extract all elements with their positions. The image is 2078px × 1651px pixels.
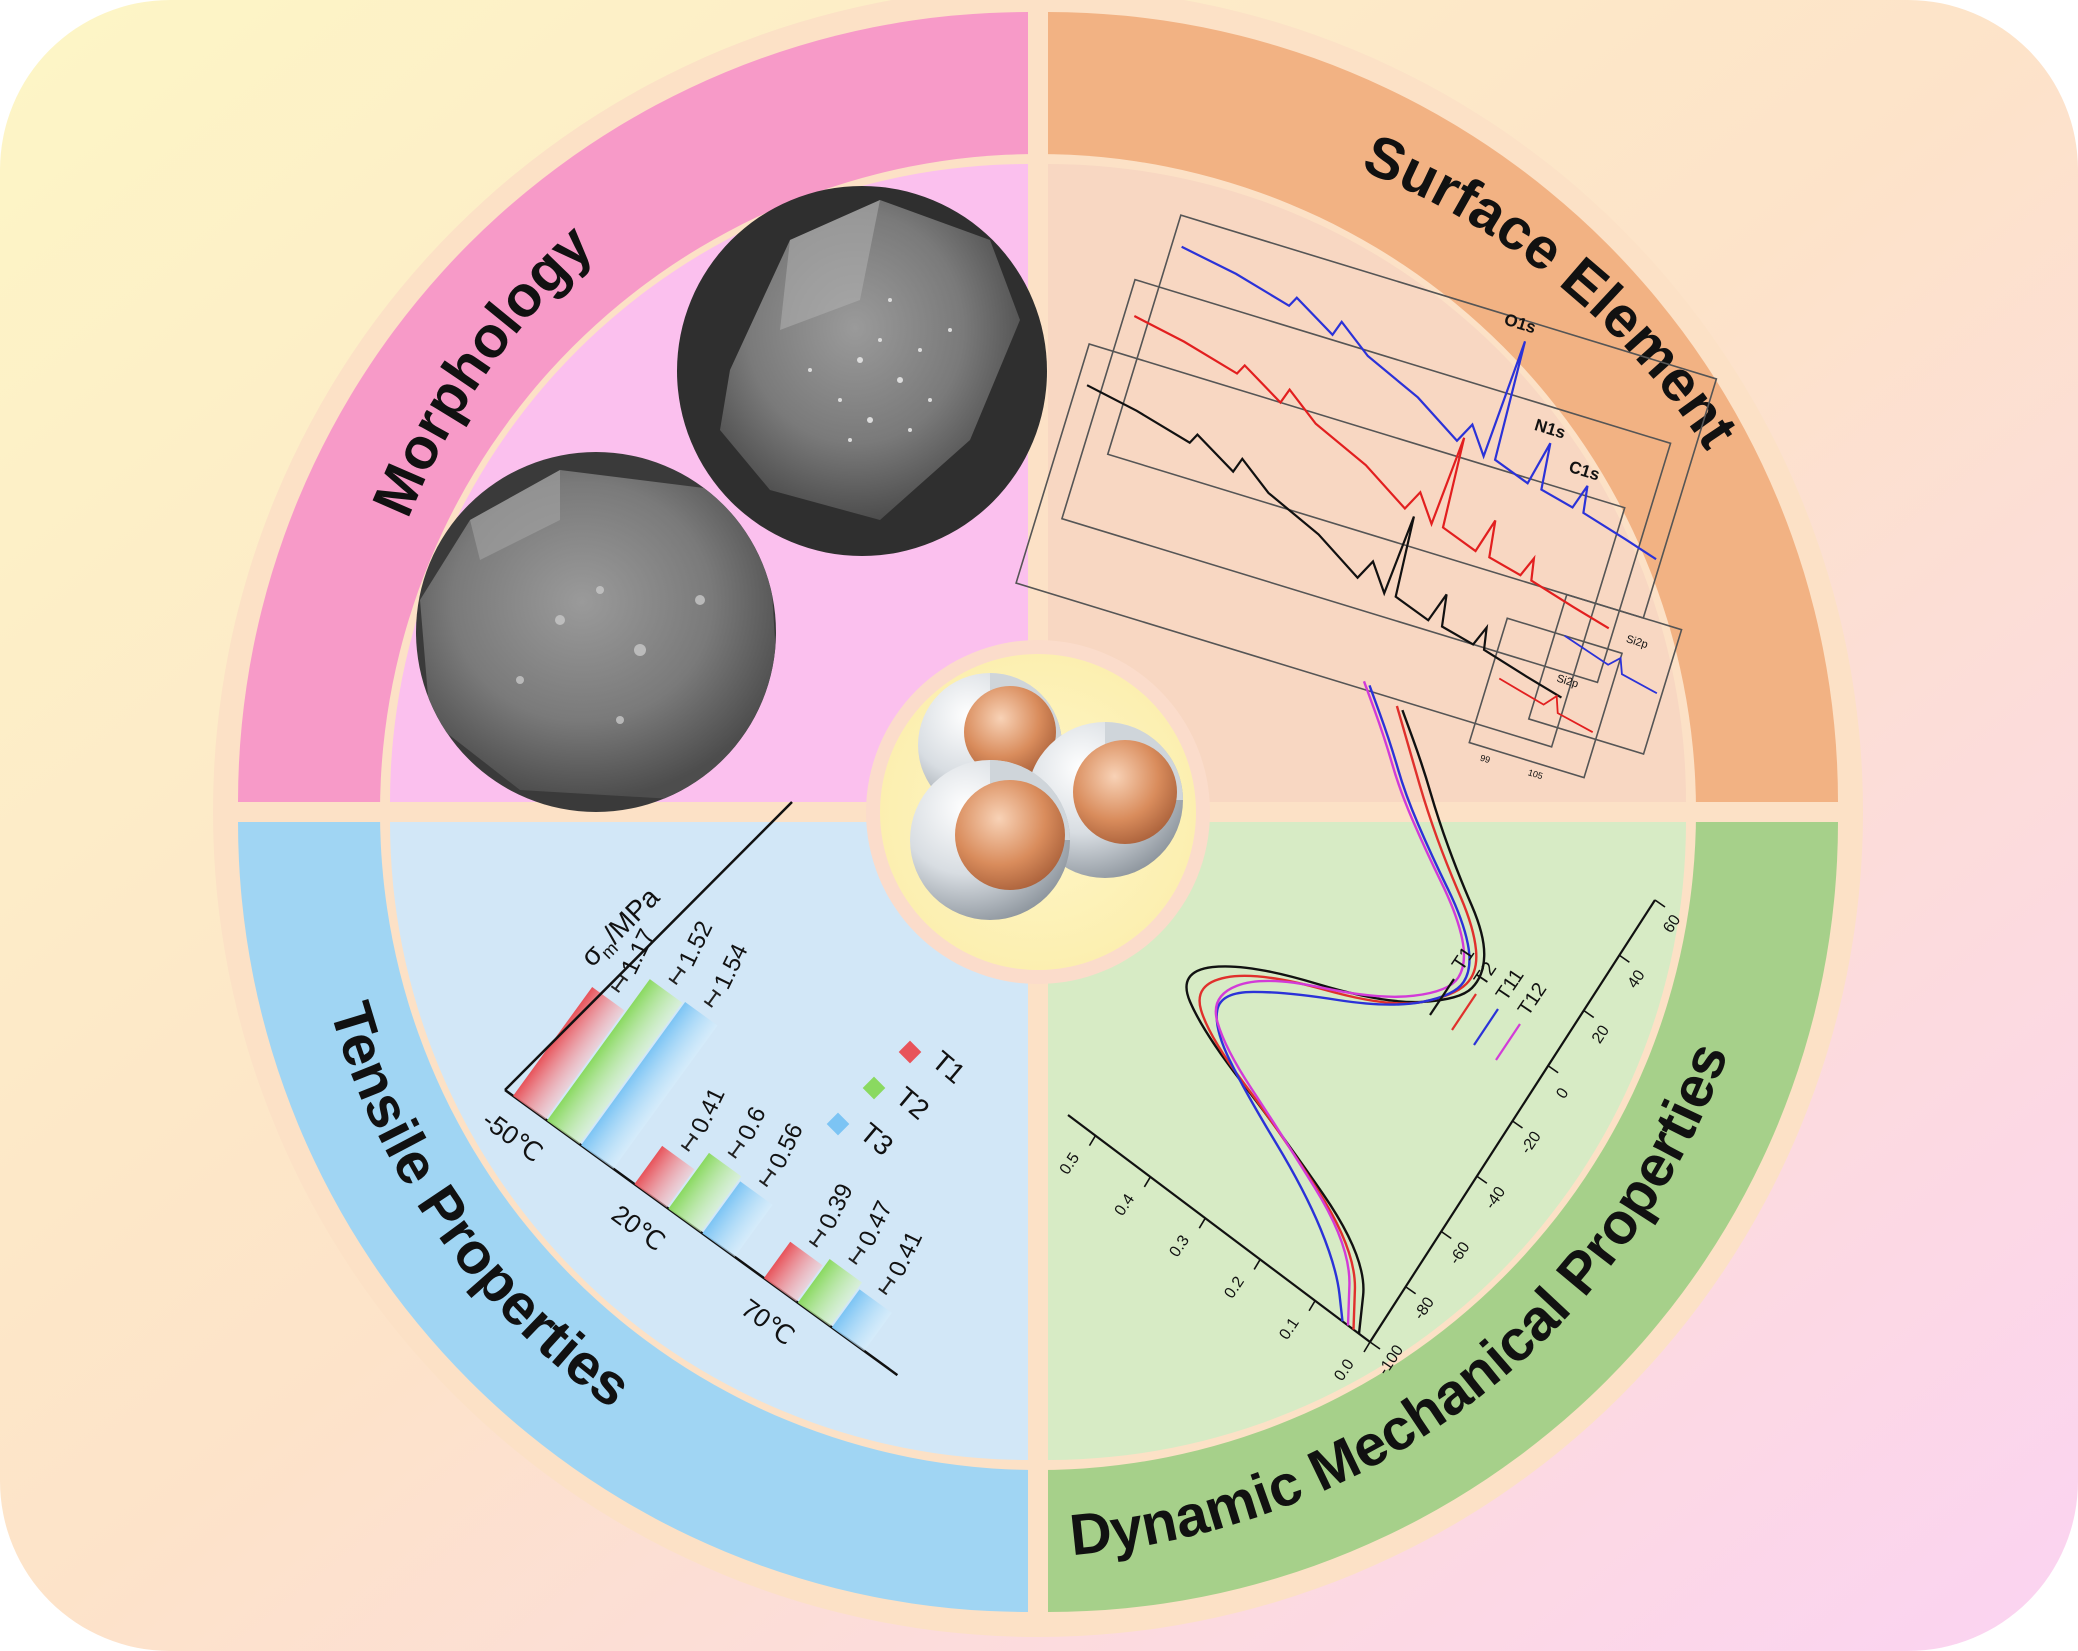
xps-spectrum-blue — [1181, 245, 1657, 561]
tensile-error-bar — [610, 973, 629, 993]
particle-front — [910, 760, 1070, 920]
tensile-error-bar — [758, 1168, 777, 1188]
dma-x-tick — [1583, 1009, 1595, 1019]
xps-spectrum-black — [1086, 384, 1563, 699]
dma-y-tick — [1088, 1135, 1097, 1147]
tensile-bar-t2-3 — [797, 1259, 862, 1327]
tensile-error-bar — [727, 1139, 746, 1159]
tensile-bar-t2-1 — [547, 979, 683, 1145]
tensile-bar-t3-1 — [581, 1001, 718, 1169]
dma-inner — [1048, 822, 1686, 1460]
xps-inset-back — [1527, 593, 1683, 756]
tensile-y-axis — [504, 801, 793, 1091]
tensile-error-bar — [848, 1246, 866, 1265]
xps-panel-mid — [1060, 278, 1672, 684]
xps-panel-front — [1015, 343, 1626, 748]
xps-inset-tick-2: 105 — [1527, 767, 1544, 781]
tensile-error-bar — [808, 1228, 827, 1248]
dma-y-tick — [1253, 1259, 1261, 1270]
dma-x-tick — [1618, 954, 1630, 963]
tensile-error-bar — [668, 966, 686, 985]
dma-y-tick — [1198, 1217, 1206, 1229]
dma-x-tick — [1512, 1120, 1523, 1129]
xps-inset-blue — [1564, 635, 1658, 695]
dma-line-t12 — [1214, 680, 1466, 1326]
xps-inset-red — [1498, 677, 1594, 733]
tensile-bar-t2-2 — [668, 1152, 742, 1233]
dma-x-tick — [1405, 1286, 1417, 1295]
tensile-bar-t1-1 — [513, 987, 625, 1120]
dma-x-tick — [1547, 1065, 1559, 1074]
tensile-error-bar — [680, 1132, 699, 1152]
dma-line-t11 — [1215, 684, 1471, 1322]
dma-y-tick — [1308, 1300, 1316, 1312]
dma-x-tick — [1369, 1341, 1381, 1350]
tensile-bar-t3-3 — [831, 1289, 892, 1351]
tensile-bar-t3-2 — [702, 1181, 773, 1257]
xps-panel-back — [1106, 214, 1718, 619]
surface-inner — [1048, 164, 1686, 802]
dma-line-t1 — [1185, 709, 1486, 1334]
tensile-bar-t1-2 — [634, 1145, 695, 1208]
sem-micrograph-2 — [416, 452, 776, 812]
sem-micrograph-1 — [677, 186, 1047, 556]
xps-spectra-chart: O1s N1s C1s Si2p Si2p 99 105 — [1015, 214, 1718, 781]
dma-y-tick — [1363, 1341, 1371, 1353]
dma-y-tick — [1143, 1176, 1152, 1188]
xps-spectrum-red — [1133, 315, 1610, 630]
tensile-bar-t1-3 — [763, 1241, 823, 1302]
dma-x-tick — [1654, 899, 1666, 908]
dma-x-tick — [1476, 1175, 1488, 1184]
dma-y-axis — [1067, 1114, 1371, 1343]
xps-inset-tick-1: 99 — [1479, 753, 1492, 765]
core-shell-particles-icon — [910, 673, 1183, 920]
tensile-error-bar — [878, 1276, 896, 1296]
tensile-x-axis — [504, 1088, 899, 1377]
dma-x-tick — [1440, 1230, 1452, 1240]
tensile-error-bar — [703, 988, 722, 1008]
